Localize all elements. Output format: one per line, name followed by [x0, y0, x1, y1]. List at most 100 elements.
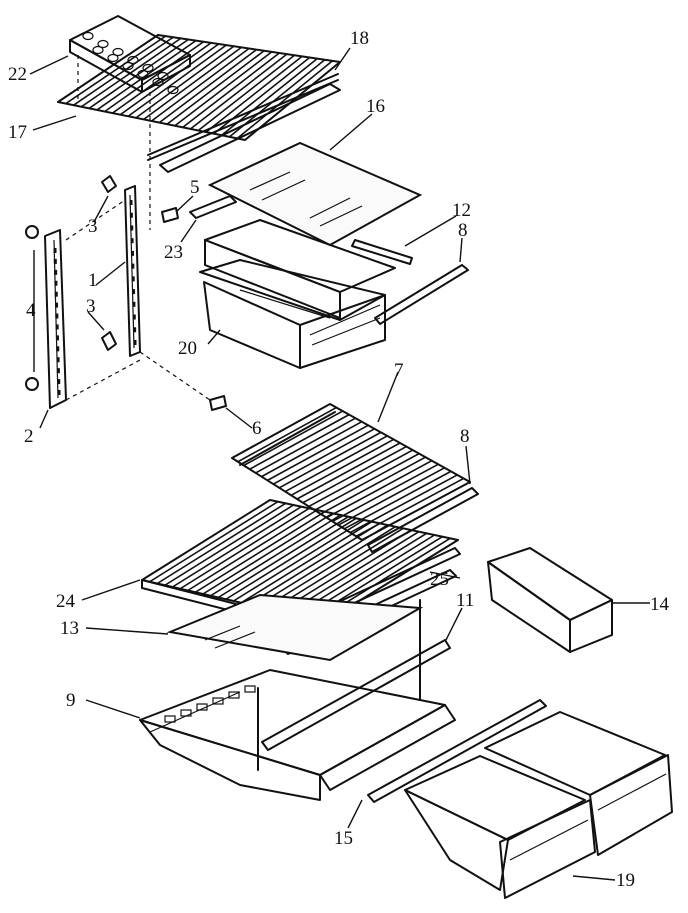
- shelf-wire: [320, 456, 426, 515]
- callout-18: 18: [350, 28, 369, 49]
- ladder-slot: [57, 379, 61, 385]
- pan-support-rails: [189, 195, 413, 265]
- shelf-wire: [278, 431, 382, 489]
- ice-cube-cell: [142, 63, 154, 73]
- glass-crisper-cover: [207, 141, 423, 247]
- shelf-wire: [267, 424, 369, 482]
- ladder-slot: [55, 335, 59, 341]
- shelf-rod-upper: [374, 264, 469, 325]
- shelf-wire: [210, 514, 341, 597]
- shelf-wire: [119, 43, 220, 116]
- shelf-wire: [248, 522, 381, 606]
- shelf-wire: [172, 505, 302, 588]
- ladder-slot: [57, 390, 61, 395]
- callout-9: 9: [66, 690, 76, 711]
- shelf-wire: [179, 507, 310, 590]
- wire-shelf-middle: [231, 403, 471, 541]
- callout-leaders: [29, 47, 650, 881]
- door-bin: [487, 547, 613, 653]
- crisper-drawer-left: [404, 755, 596, 899]
- shelf-wire: [272, 428, 375, 485]
- shelf-wire: [194, 510, 326, 593]
- crisper-frame: [139, 599, 456, 801]
- crisper-divider-rod: [367, 699, 547, 803]
- callout-12: 12: [452, 200, 471, 221]
- shelf-wire: [263, 525, 396, 609]
- shelf-wire: [349, 474, 458, 534]
- shelf-wire: [284, 435, 388, 493]
- shelf-wire: [302, 445, 407, 504]
- ladder-slot: [130, 225, 134, 231]
- ice-cube-cell: [127, 55, 139, 65]
- shelf-wire: [233, 519, 365, 602]
- callout-19: 19: [616, 870, 635, 891]
- shelf-wire: [166, 50, 265, 125]
- ladder-slot: [56, 346, 60, 352]
- shelf-wire: [205, 55, 303, 133]
- shelf-rod-lower: [367, 487, 479, 553]
- meat-pan-drawer: [199, 219, 396, 369]
- shelf-wire: [143, 46, 242, 121]
- ice-cube-tray: [69, 15, 191, 230]
- callout-3-lower: 3: [86, 296, 96, 317]
- callout-2: 2: [24, 426, 34, 447]
- frame-rib: [228, 691, 240, 699]
- ladder-slot: [131, 263, 135, 269]
- shelf-wire: [164, 504, 294, 586]
- ladder-slot: [56, 357, 60, 363]
- ice-cube-cell: [137, 69, 149, 79]
- shelf-wire: [187, 509, 318, 592]
- ladder-slot: [54, 280, 58, 286]
- ladder-slot: [55, 324, 59, 330]
- shelf-wire: [135, 45, 235, 119]
- shelf-wire: [271, 527, 404, 611]
- callout-20: 20: [178, 338, 197, 359]
- callout-15: 15: [334, 828, 353, 849]
- ladder-slot: [131, 276, 135, 282]
- ladder-slot: [132, 314, 136, 320]
- ice-cube-cell: [152, 77, 164, 87]
- callout-11: 11: [456, 590, 474, 611]
- callout-8-lower: 8: [460, 426, 470, 447]
- ice-cube-cell: [92, 45, 104, 55]
- shelf-wire: [73, 36, 174, 106]
- shelf-wire: [255, 417, 356, 474]
- callout-16: 16: [366, 96, 385, 117]
- shelf-wire: [225, 517, 357, 600]
- shelf-wire: [149, 500, 279, 583]
- shelf-wire: [240, 520, 373, 604]
- shelf-wire: [189, 53, 288, 130]
- ladder-slot: [132, 301, 136, 307]
- callout-6: 6: [252, 418, 262, 439]
- ladder-slot: [133, 340, 137, 345]
- ladder-slot: [55, 302, 59, 308]
- shelf-wire: [217, 515, 349, 599]
- callout-8-upper: 8: [458, 220, 468, 241]
- shelf-rail: [159, 83, 341, 173]
- shelf-wire: [249, 413, 350, 470]
- frame-rib: [164, 715, 176, 723]
- ladder-slot: [53, 258, 57, 264]
- shelf-wire: [213, 56, 311, 135]
- shelf-ladder-right: [65, 175, 141, 401]
- frame-rib: [180, 709, 192, 717]
- ice-cube-cell: [157, 71, 169, 81]
- ladder-slot: [132, 289, 136, 295]
- shelf-wire: [332, 463, 439, 523]
- ladder-slot: [55, 313, 59, 319]
- ladder-slot: [133, 327, 137, 333]
- shelf-wire: [290, 438, 395, 496]
- ice-cube-cell: [97, 39, 109, 49]
- shelf-wire: [80, 37, 182, 108]
- callout-24: 24: [56, 591, 76, 612]
- shelf-wire: [174, 51, 273, 127]
- ladder-slot: [130, 250, 134, 256]
- ice-cube-cell: [112, 47, 124, 57]
- ladder-slot: [129, 200, 133, 205]
- crisper-drawer-right: [484, 711, 673, 856]
- frame-rib: [244, 685, 256, 693]
- shelf-wire: [296, 442, 401, 500]
- callout-14: 14: [650, 594, 670, 615]
- shelf-wire: [158, 48, 258, 124]
